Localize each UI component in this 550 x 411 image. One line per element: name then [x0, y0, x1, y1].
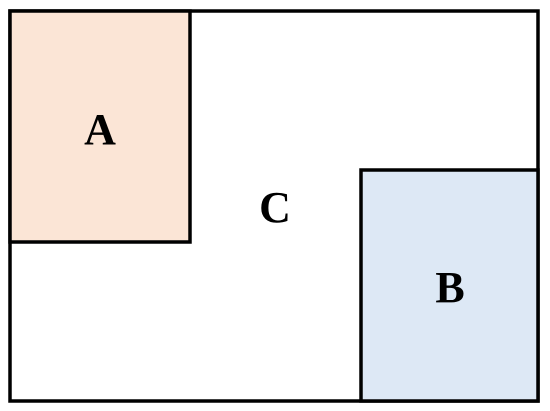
region-a-box [8, 9, 192, 244]
region-b-box [359, 168, 540, 403]
region-a-label: A [84, 105, 116, 154]
region-c-label: C [259, 183, 291, 232]
region-b-label: B [435, 263, 464, 312]
